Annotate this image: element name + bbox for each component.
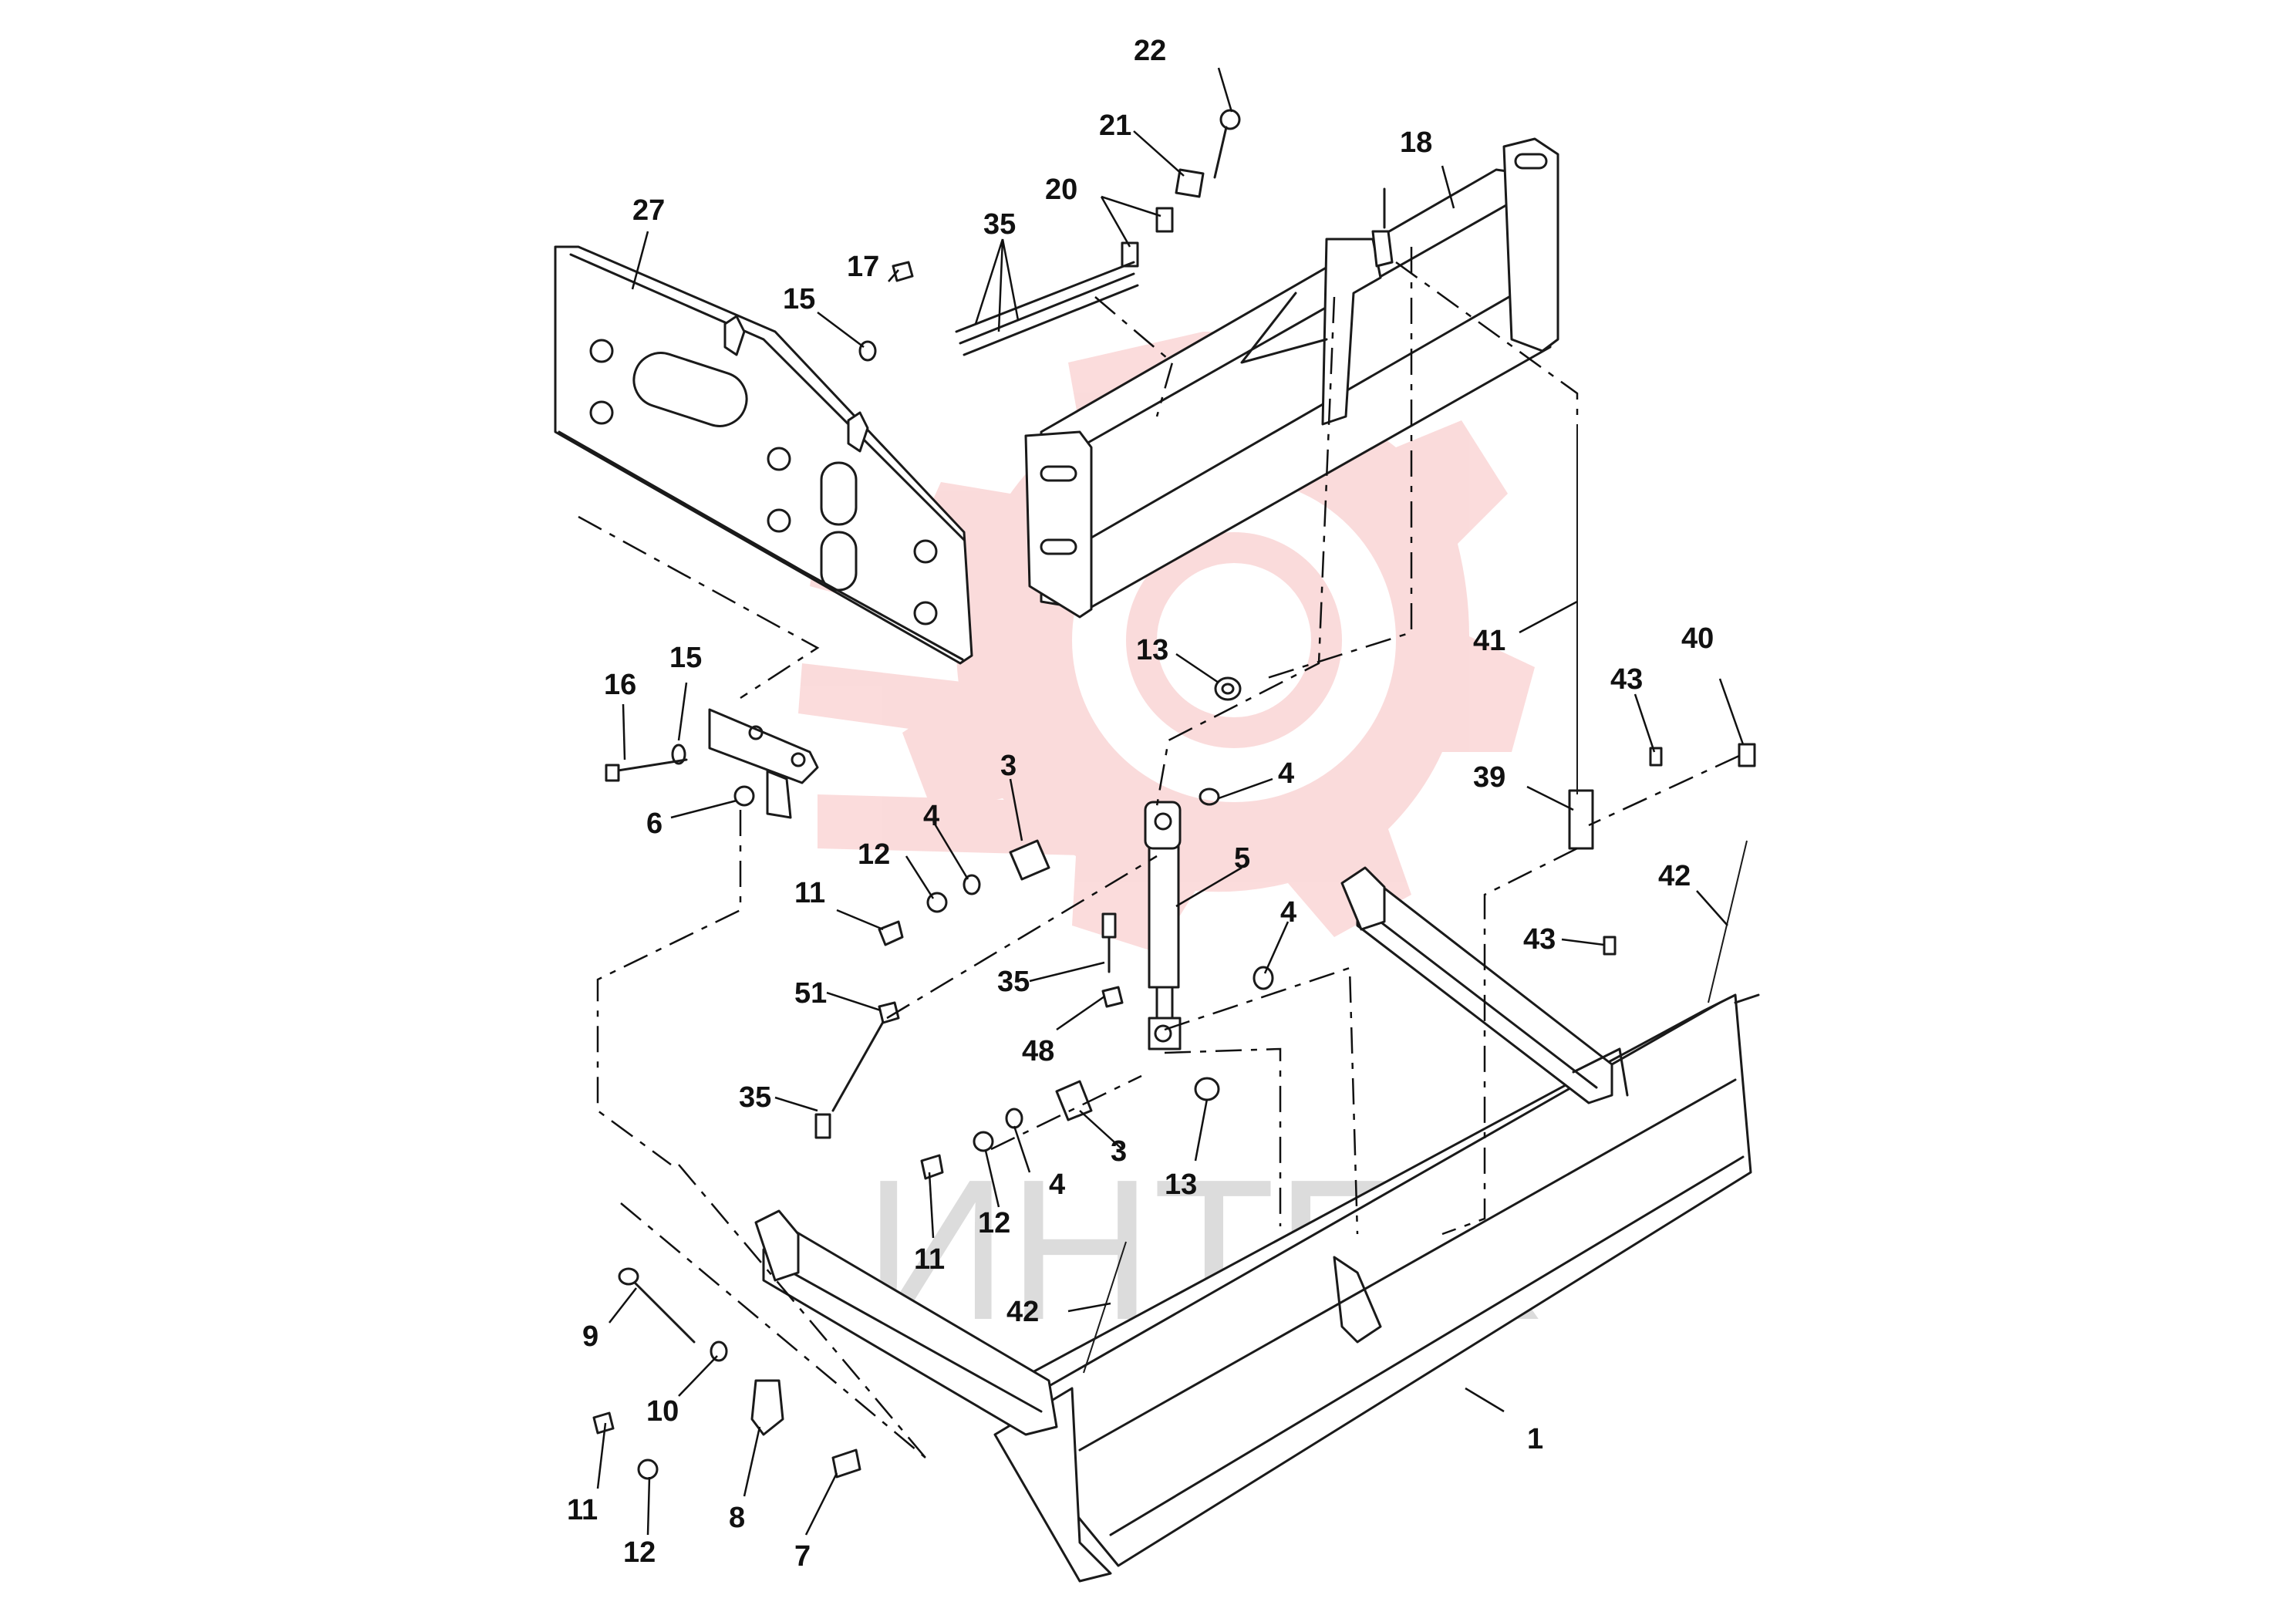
callout-27: 27 [632,194,665,227]
callout-41: 41 [1473,625,1505,657]
callout-20: 20 [1045,174,1077,206]
callout-4-mid: 4 [1280,896,1296,929]
part-push-frame [754,866,1629,1436]
callout-6: 6 [646,808,663,840]
callout-3-lower: 3 [1111,1135,1127,1168]
callout-13-lower: 13 [1165,1168,1197,1201]
callout-12-low: 12 [623,1536,656,1569]
callout-22: 22 [1134,35,1166,67]
callout-13-upper: 13 [1136,634,1168,666]
routing-lines [578,247,1740,1458]
part-27-frame-arm [554,245,973,665]
callout-4-lower: 4 [1049,1168,1065,1201]
callout-16: 16 [604,669,636,701]
callout-7: 7 [794,1540,811,1573]
callout-11-mid: 11 [914,1243,945,1276]
callout-3-upper: 3 [1000,750,1017,782]
callout-5: 5 [1234,842,1250,875]
callout-42-left: 42 [1006,1296,1039,1328]
callout-40: 40 [1681,622,1714,655]
callout-9: 9 [582,1320,598,1353]
callout-8: 8 [729,1502,745,1534]
callout-43-lower: 43 [1523,923,1556,956]
part-1-dozer-blade [993,993,1760,1583]
callout-1: 1 [1527,1423,1543,1455]
callout-43-upper: 43 [1610,663,1643,696]
callout-12-upper: 12 [858,838,890,871]
callout-4-upper-right: 4 [1278,757,1294,790]
callout-labels: 22 21 18 20 35 27 17 15 41 40 43 13 16 1… [567,35,1714,1573]
callout-11-upper: 11 [794,877,825,909]
callout-18: 18 [1400,126,1432,159]
small-parts [592,109,1756,1480]
callout-4-upper-left: 4 [923,800,939,832]
callout-39: 39 [1473,761,1505,794]
callout-48: 48 [1022,1035,1054,1067]
callout-35-mid: 35 [997,966,1030,998]
callout-17: 17 [847,251,879,283]
callout-21: 21 [1099,110,1131,142]
leader-lines [596,67,1745,1536]
callout-10: 10 [646,1395,679,1428]
callout-11-low: 11 [567,1494,598,1526]
callout-51: 51 [794,977,827,1010]
callout-15-top: 15 [783,283,815,315]
callout-35-top: 35 [983,208,1016,241]
part-5-hydraulic-cylinder [1144,801,1182,1050]
callout-42-right: 42 [1658,860,1691,892]
callout-35-low: 35 [739,1081,771,1114]
callout-15-mid: 15 [669,642,702,674]
part-18-main-beam [1024,137,1559,619]
callout-12-mid: 12 [978,1207,1010,1239]
